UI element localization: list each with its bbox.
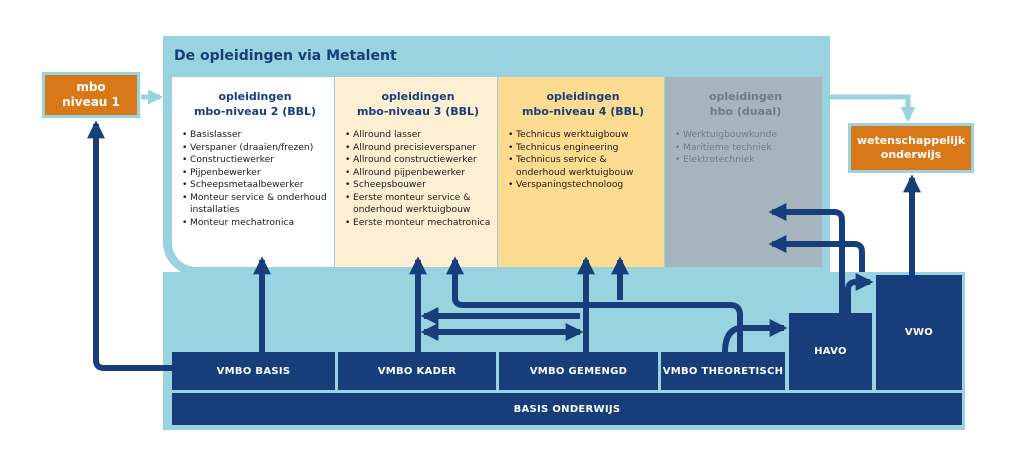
program-item: Scheepsbouwer xyxy=(345,179,491,192)
arrow-havo-to-vwo xyxy=(845,273,874,313)
vmbo-theoretisch-box: VMBO THEORETISCH xyxy=(661,352,785,390)
arrow-havo-to-hbo-1 xyxy=(768,203,845,313)
program-item: Maritieme techniek xyxy=(675,142,816,155)
basis-onderwijs-box: BASIS ONDERWIJS xyxy=(172,393,962,425)
program-list: BasislasserVerspaner (draaien/frezen)Con… xyxy=(182,129,328,229)
program-list: Technicus werktuigbouwTechnicus engineer… xyxy=(508,129,658,192)
program-item: Basislasser xyxy=(182,129,328,142)
program-item: Allround precisieverspaner xyxy=(345,142,491,155)
vmbo-gemengd-box: VMBO GEMENGD xyxy=(499,352,658,390)
column-hbo: opleidingen hbo (duaal) Werktuigbouwkund… xyxy=(665,77,822,267)
column-heading: opleidingen mbo-niveau 2 (BBL) xyxy=(193,90,317,118)
program-item: Allround constructiewerker xyxy=(345,154,491,167)
program-item: Eerste monteur mechatronica xyxy=(345,217,491,230)
program-item: Technicus service & onderhoud werktuigbo… xyxy=(508,154,658,179)
program-item: Verspaningstechnoloog xyxy=(508,179,658,192)
column-heading: opleidingen hbo (duaal) xyxy=(708,90,783,118)
program-item: Scheepsmetaalbewerker xyxy=(182,179,328,192)
program-item: Technicus engineering xyxy=(508,142,658,155)
arrow-kader-loop xyxy=(452,297,743,352)
program-item: Monteur mechatronica xyxy=(182,217,328,230)
program-item: Monteur service & onderhoud installaties xyxy=(182,192,328,217)
program-item: Allround pijpenbewerker xyxy=(345,167,491,180)
arrow-frame-to-wo xyxy=(826,94,916,122)
arrow-theoretisch-to-havo xyxy=(722,319,788,353)
arrow-vwo-to-hbo-2 xyxy=(768,235,865,272)
program-list: Allround lasserAllround precisieverspane… xyxy=(345,129,491,229)
program-item: Pijpenbewerker xyxy=(182,167,328,180)
program-item: Eerste monteur service & onderhoud werkt… xyxy=(345,192,491,217)
column-mbo-3: opleidingen mbo-niveau 3 (BBL) Allround … xyxy=(335,77,497,267)
arrow-basis-to-mbo1 xyxy=(87,120,172,371)
diagram-title: De opleidingen via Metalent xyxy=(174,48,397,64)
program-item: Allround lasser xyxy=(345,129,491,142)
vmbo-basis-box: VMBO BASIS xyxy=(172,352,335,390)
column-heading: opleidingen mbo-niveau 4 (BBL) xyxy=(521,90,645,118)
program-item: Werktuigbouwkunde xyxy=(675,129,816,142)
column-heading: opleidingen mbo-niveau 3 (BBL) xyxy=(356,90,480,118)
column-mbo-2: opleidingen mbo-niveau 2 (BBL) Basislass… xyxy=(172,77,334,267)
havo-box: HAVO xyxy=(789,313,872,390)
program-item: Constructiewerker xyxy=(182,154,328,167)
program-list: WerktuigbouwkundeMaritieme techniekElekt… xyxy=(675,129,816,167)
column-mbo-4: opleidingen mbo-niveau 4 (BBL) Technicus… xyxy=(498,77,664,267)
mbo-niveau-1-box: mbo niveau 1 xyxy=(42,72,140,118)
wetenschappelijk-onderwijs-box: wetenschappelijk onderwijs xyxy=(848,123,974,173)
program-item: Elektrotechniek xyxy=(675,154,816,167)
program-item: Verspaner (draaien/frezen) xyxy=(182,142,328,155)
program-item: Technicus werktuigbouw xyxy=(508,129,658,142)
vmbo-kader-box: VMBO KADER xyxy=(338,352,496,390)
vwo-box: VWO xyxy=(876,275,962,390)
